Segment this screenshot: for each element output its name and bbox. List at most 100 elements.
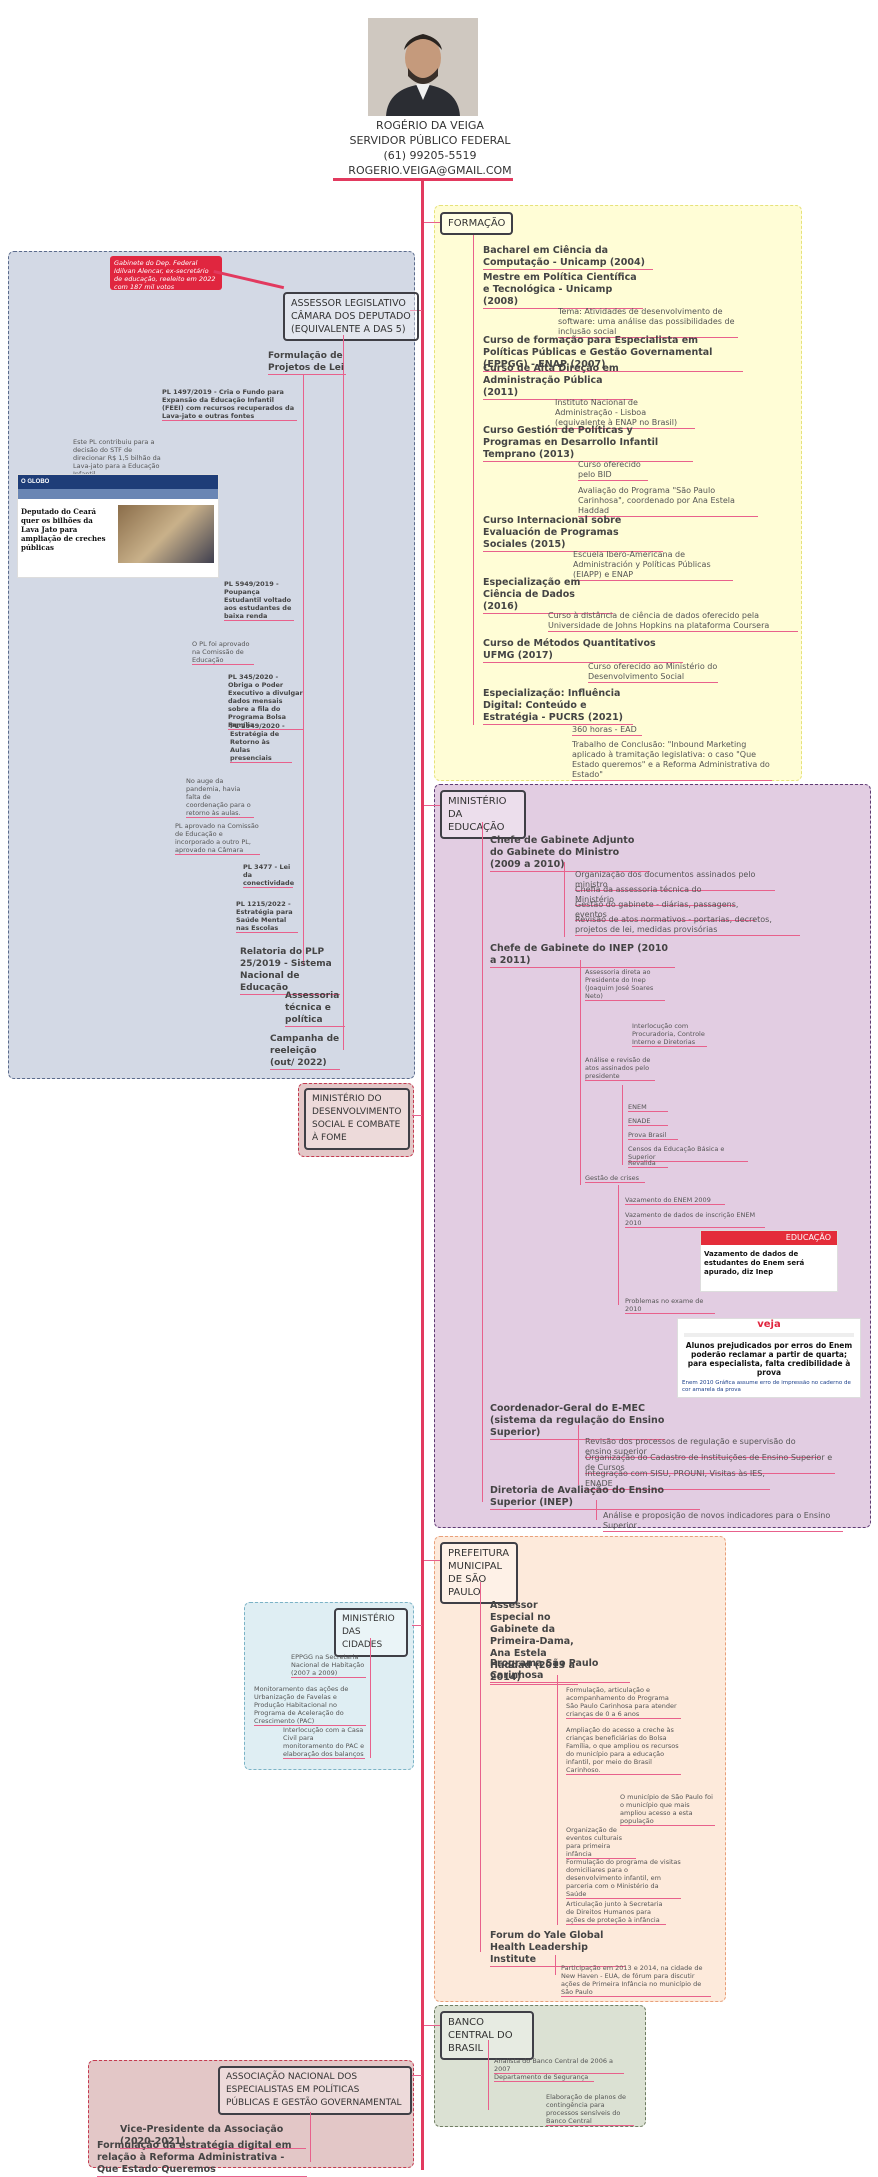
mec-region [434, 784, 871, 1528]
programa-item-1: Ampliação do acesso a creche às crianças… [566, 1726, 681, 1775]
main-spine [421, 180, 424, 2170]
mec-chefe1-item-1: Chefia da assessoria técnica do Ministér… [575, 885, 735, 906]
mec-diretoria: Diretoria de Avaliação do Ensino Superio… [490, 1485, 700, 1510]
prefeitura-branch [480, 1582, 481, 1952]
programa-item-2: O município de São Paulo foi o município… [620, 1793, 715, 1826]
assessor-relatoria: Relatoria do PLP 25/2019 - Sistema Nacio… [240, 946, 340, 995]
cidades-item-2: Interlocução com a Casa Civil para monit… [283, 1726, 365, 1759]
news-oglobo-bar: O GLOBO [18, 475, 218, 489]
mec-chefe1-item-3: Revisão de atos normativos - portarias, … [575, 915, 800, 936]
mec-chefe-inep: Chefe de Gabinete do INEP (2010 a 2011) [490, 943, 675, 968]
pl-2949: PL 2949/2020 - Estratégia de Retorno às … [230, 722, 292, 763]
emec-item-2: Integração com SISU, PROUNI, Visitas às … [585, 1469, 770, 1490]
exame-revalida: Revalida [628, 1159, 668, 1168]
exame-prova-brasil: Prova Brasil [628, 1131, 678, 1140]
formacao-item-mestre: Mestre em Política Científica e Tecnológ… [483, 272, 643, 309]
formacao-item-alta-direcao: Curso de Alta Direção em Administração P… [483, 363, 633, 400]
prefeitura-programa: Programa São Paulo Carinhosa [490, 1658, 630, 1683]
crise-item-1: Vazamento de dados de inscrição ENEM 201… [625, 1211, 765, 1228]
news-veja: veja Alunos prejudicados por erros do En… [677, 1318, 861, 1398]
anesp-title[interactable]: ASSOCIAÇÃO NACIONAL DOS ESPECIALISTAS EM… [218, 2066, 412, 2115]
formacao-item-gestion: Curso Gestión de Políticas y Programas e… [483, 425, 693, 462]
pl-345: PL 345/2020 - Obriga o Poder Executivo a… [228, 673, 303, 730]
assessor-campanha: Campanha de reeleição (out/ 2022) [270, 1034, 340, 1070]
inep-analise: Análise e revisão de atos assinados pelo… [585, 1056, 655, 1081]
pl-2949-note2: PL aprovado na Comissão de Educação e in… [175, 822, 260, 855]
emec-item-0: Revisão dos processos de regulação e sup… [585, 1437, 820, 1458]
assessor-callout: Gabinete do Dep. Federal Idilvan Alencar… [110, 256, 222, 291]
mec-title[interactable]: MINISTÉRIO DA EDUCAÇÃO [440, 790, 526, 839]
pl-1497: PL 1497/2019 - Cria o Fundo para Expansã… [162, 388, 297, 421]
news-vazamento-tag: EDUCAÇÃO [785, 1233, 831, 1242]
formacao-item-mds-curso: Curso oferecido ao Ministério do Desenvo… [588, 662, 718, 683]
prefeitura-assessor: Assessor Especial no Gabinete da Primeir… [490, 1600, 578, 1685]
cidades-title[interactable]: MINISTÉRIO DAS CIDADES [334, 1608, 408, 1657]
programa-item-4: Formulação do programa de visitas domici… [566, 1858, 681, 1899]
crise-item-0: Vazamento do ENEM 2009 [625, 1196, 725, 1205]
pl-3477: PL 3477 - Lei da conectividade [243, 863, 295, 888]
exame-enade: ENADE [628, 1117, 668, 1126]
news-oglobo-image [118, 505, 214, 563]
formacao-item-ciencia-dados: Especialização em Ciência de Dados (2016… [483, 577, 613, 614]
formacao-item-sp-carinhosa: Avaliação do Programa "São Paulo Carinho… [578, 486, 758, 517]
formacao-item-tcc: Trabalho de Conclusão: "Inbound Marketin… [572, 740, 772, 781]
formacao-item-bid: Curso oferecido pelo BID [578, 460, 648, 481]
person-name: ROGÉRIO DA VEIGA [376, 119, 484, 132]
header-block: ROGÉRIO DA VEIGA SERVIDOR PÚBLICO FEDERA… [300, 118, 560, 178]
mds-title[interactable]: MINISTÉRIO DO DESENVOLVIMENTO SOCIAL E C… [304, 1088, 410, 1150]
diretoria-item: Análise e proposição de novos indicadore… [603, 1511, 843, 1532]
pl-1497-note: Este PL contribuiu para a decisão do STF… [73, 438, 163, 479]
inep-assessoria-direta: Assessoria direta ao Presidente do Inep … [585, 968, 665, 1001]
formacao-item-lisboa: Instituto Nacional de Administração - Li… [555, 398, 695, 429]
cidades-region [244, 1602, 414, 1770]
news-veja-brand: veja [757, 1319, 781, 1330]
formacao-item-tema: Tema: Atividades de desenvolvimento de s… [558, 307, 738, 338]
mec-chefe1-item-0: Organização dos documentos assinados pel… [575, 870, 775, 891]
programa-item-5: Articulação junto à Secretaria de Direit… [566, 1900, 666, 1925]
assessor-branch [343, 335, 344, 1050]
assessor-title[interactable]: ASSESSOR LEGISLATIVO CÂMARA DOS DEPUTADO… [283, 292, 419, 341]
news-veja-sub: Enem 2010 Gráfica assume erro de impress… [682, 1380, 851, 1393]
news-vazamento: EDUCAÇÃO Vazamento de dados de estudante… [700, 1230, 838, 1292]
formacao-item-bacharel: Bacharel em Ciência da Computação - Unic… [483, 245, 653, 270]
formacao-item-ufmg: Curso de Métodos Quantitativos UFMG (201… [483, 638, 683, 663]
anesp-item-1: Formulação da estratégia digital em rela… [97, 2140, 307, 2177]
emec-item-1: Organização do Cadastro de Instituições … [585, 1453, 835, 1474]
formacao-item-eppgg: Curso de formação para Especialista em P… [483, 335, 743, 372]
formacao-item-coursera: Curso à distância de ciência de dados of… [548, 611, 798, 632]
anesp-item-0: Vice-Presidente da Associação (2020-2021… [120, 2124, 306, 2149]
news-oglobo: O GLOBO Deputado do Ceará quer os bilhõe… [17, 474, 219, 578]
pl-2949-note1: No auge da pandemia, havia falta de coor… [186, 777, 254, 818]
person-phone: (61) 99205-5519 [383, 149, 477, 162]
formacao-branch [473, 235, 474, 725]
mds-region [298, 1083, 414, 1157]
crise-item-2: Problemas no exame de 2010 [625, 1297, 715, 1314]
cidades-item-1: Monitoramento das ações de Urbanização d… [254, 1685, 366, 1726]
formacao-item-eiapp: Escuela Ibero-Americana de Administració… [573, 550, 733, 581]
assessor-assessoria: Assessoria técnica e política [285, 990, 345, 1027]
exame-enem: ENEM [628, 1103, 668, 1112]
prefeitura-title[interactable]: PREFEITURA MUNICIPAL DE SÃO PAULO [440, 1542, 518, 1604]
banco-region [434, 2005, 646, 2127]
prefeitura-forum: Forum do Yale Global Health Leadership I… [490, 1930, 625, 1967]
news-veja-headline: Alunos prejudicados por erros do Enem po… [685, 1341, 853, 1377]
formacao-region [434, 205, 802, 781]
profile-photo [368, 18, 478, 116]
pl-5949: PL 5949/2019 - Poupança Estudantil volta… [224, 580, 294, 621]
header-underline [333, 178, 513, 181]
banco-item-2: Elaboração de planos de contingência par… [546, 2093, 634, 2126]
assessor-region [8, 251, 415, 1079]
mec-coord-emec: Coordenador-Geral do E-MEC (sistema da r… [490, 1403, 665, 1440]
formacao-title[interactable]: FORMAÇÃO [440, 212, 514, 235]
assessor-formulacao: Formulação de Projetos de Lei [268, 351, 346, 375]
mec-branch [482, 822, 483, 1502]
pl-1215: PL 1215/2022 - Estratégia para Saúde Men… [236, 900, 298, 933]
person-role: SERVIDOR PÚBLICO FEDERAL [349, 134, 511, 147]
exame-censos: Censos da Educação Básica e Superior [628, 1145, 748, 1162]
news-oglobo-headline: Deputado do Ceará quer os bilhões da Lav… [21, 507, 106, 552]
mec-chefe-adjunto: Chefe de Gabinete Adjunto do Gabinete do… [490, 835, 650, 872]
programa-item-3: Organização de eventos culturais para pr… [566, 1826, 636, 1859]
inep-crises: Gestão de crises [585, 1174, 645, 1183]
person-email[interactable]: ROGERIO.VEIGA@GMAIL.COM [348, 164, 512, 177]
banco-title[interactable]: BANCO CENTRAL DO BRASIL [440, 2011, 534, 2060]
